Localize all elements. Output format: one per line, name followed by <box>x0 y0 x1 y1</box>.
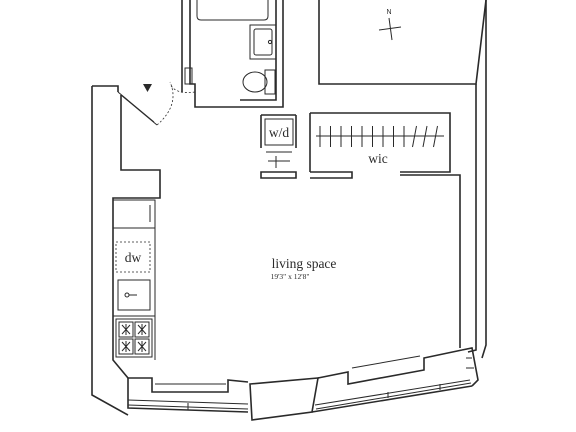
living-space-label: living space <box>272 256 337 271</box>
walk-in-closet-label: wic <box>368 151 388 166</box>
hanger <box>422 125 428 148</box>
north-label: N <box>386 9 391 16</box>
cooktop <box>115 318 153 358</box>
kitchen: dw <box>113 199 156 360</box>
burner-grate <box>137 341 147 352</box>
dishwasher <box>115 241 151 273</box>
burner <box>134 321 150 338</box>
north-compass: N <box>378 9 402 41</box>
living-space: living space 19'3" x 12'8" <box>271 256 337 281</box>
burner <box>134 338 150 355</box>
exterior-walls <box>91 0 487 416</box>
entry-arrow-icon <box>143 84 152 92</box>
bath-sink <box>249 24 277 60</box>
washer-dryer-label: w/d <box>269 125 290 140</box>
compass-ns-line <box>388 17 393 41</box>
bathtub <box>196 0 269 21</box>
structural-column <box>249 377 319 421</box>
burner <box>118 338 134 355</box>
burner-grate <box>137 324 147 335</box>
burner-grate <box>121 341 131 352</box>
closet-hangers <box>319 125 438 148</box>
burner <box>118 321 134 338</box>
toilet <box>242 69 276 95</box>
compass-ew-line <box>378 26 402 31</box>
burner-grate <box>121 324 131 335</box>
washer-dryer-closet: w/d <box>260 114 353 179</box>
dishwasher-label: dw <box>125 250 142 265</box>
living-space-dimensions: 19'3" x 12'8" <box>271 272 310 281</box>
kitchen-sink <box>117 279 151 311</box>
hanger <box>412 125 417 148</box>
entry-door <box>117 81 174 126</box>
hanger <box>433 125 438 148</box>
walk-in-closet: wic <box>309 112 451 173</box>
window-wall <box>127 347 479 421</box>
bathroom <box>169 0 284 108</box>
